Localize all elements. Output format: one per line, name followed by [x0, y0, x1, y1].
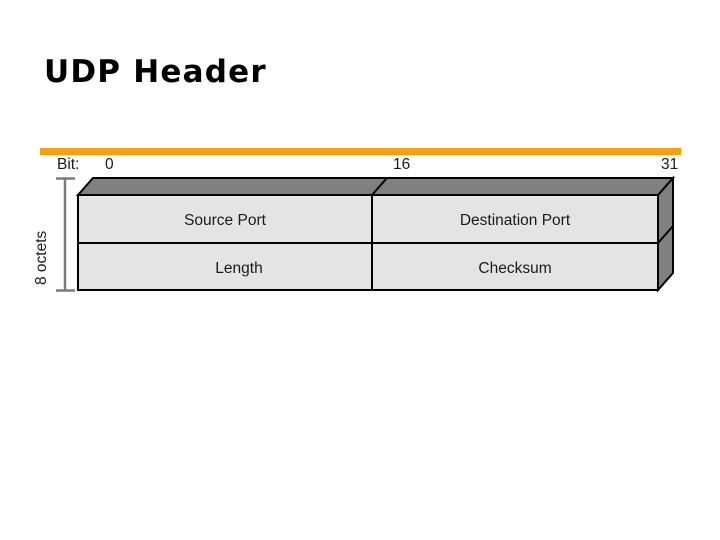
field-label-length: Length	[215, 260, 262, 277]
bit-tick-0: 0	[105, 156, 114, 173]
udp-header-diagram: Bit: 0 16 31 8 octets	[0, 140, 720, 310]
box-side-face-group	[657, 175, 674, 293]
box-top-face-bit16-divider	[371, 177, 388, 196]
bit-tick-16: 16	[393, 156, 410, 173]
octets-bracket	[56, 177, 75, 292]
title-block: UDP Header	[0, 52, 720, 155]
udp-header-diagram-svg: Bit: 0 16 31 8 octets	[33, 156, 678, 293]
box-front-face-group	[77, 194, 659, 291]
title-underline-rule	[40, 148, 681, 155]
bit-axis-label: Bit:	[57, 156, 79, 173]
field-label-destination-port: Destination Port	[460, 212, 571, 229]
page-title: UDP Header	[44, 54, 267, 90]
field-row-1-background	[77, 242, 659, 291]
field-label-checksum: Checksum	[478, 260, 551, 277]
bit-tick-31: 31	[661, 156, 678, 173]
box-top-face-group	[75, 177, 676, 196]
octets-axis-label: 8 octets	[33, 230, 50, 285]
field-label-source-port: Source Port	[184, 212, 267, 229]
box-side-face-row-divider	[657, 225, 674, 244]
field-row-0-background	[77, 194, 659, 244]
